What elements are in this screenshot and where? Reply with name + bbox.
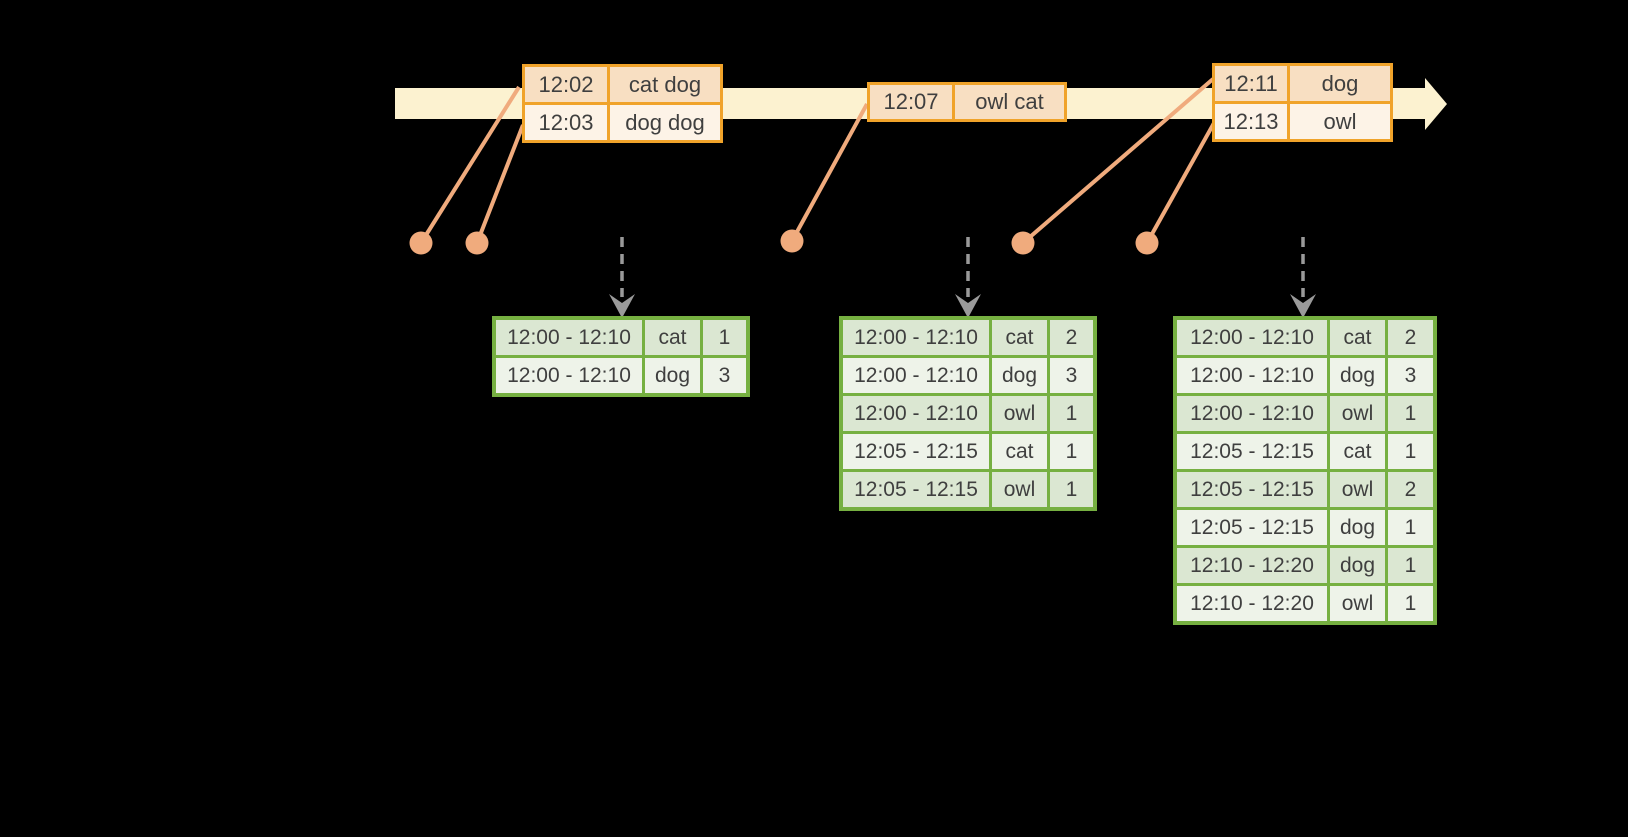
time-cell: 12:07 (870, 85, 952, 119)
count-cell: 2 (1385, 320, 1433, 355)
time-cell: 12:02 (525, 67, 607, 102)
words-cell: cat dog (607, 67, 720, 102)
count-cell: 1 (1385, 434, 1433, 469)
word-cell: dog (989, 358, 1047, 393)
word-cell: dog (1327, 548, 1385, 583)
event-connector-line (1021, 77, 1215, 245)
time-cell: 12:03 (525, 105, 607, 140)
word-cell: cat (642, 320, 700, 355)
event-dot (1011, 231, 1035, 255)
count-cell: 3 (1385, 358, 1433, 393)
window-cell: 12:10 - 12:20 (1177, 548, 1327, 583)
word-cell: cat (1327, 320, 1385, 355)
word-cell: dog (1327, 358, 1385, 393)
event-dot (465, 231, 489, 255)
word-cell: owl (989, 396, 1047, 431)
time-cell: 12:11 (1215, 66, 1287, 101)
count-cell: 1 (1047, 434, 1093, 469)
word-cell: owl (1327, 396, 1385, 431)
window-cell: 12:00 - 12:10 (843, 320, 989, 355)
count-cell: 3 (700, 358, 746, 393)
word-cell: dog (1327, 510, 1385, 545)
event-connector-line (790, 103, 869, 242)
event-dot (1135, 231, 1159, 255)
window-cell: 12:00 - 12:10 (843, 358, 989, 393)
trigger-arrow-icon (1290, 237, 1316, 318)
window-cell: 12:05 - 12:15 (1177, 434, 1327, 469)
event-connector-line (1145, 122, 1216, 244)
word-cell: cat (989, 320, 1047, 355)
window-cell: 12:05 - 12:15 (1177, 510, 1327, 545)
word-cell: owl (1327, 586, 1385, 621)
words-cell: dog dog (607, 105, 720, 140)
count-cell: 1 (700, 320, 746, 355)
event-dot (780, 229, 804, 253)
window-cell: 12:05 - 12:15 (843, 434, 989, 469)
count-cell: 1 (1047, 472, 1093, 507)
word-cell: cat (1327, 434, 1385, 469)
count-cell: 1 (1385, 548, 1433, 583)
words-cell: owl cat (952, 85, 1064, 119)
window-cell: 12:00 - 12:10 (1177, 396, 1327, 431)
word-cell: dog (642, 358, 700, 393)
event-dot (409, 231, 433, 255)
window-cell: 12:00 - 12:10 (843, 396, 989, 431)
timeline-arrowhead-icon (1425, 78, 1447, 130)
window-cell: 12:05 - 12:15 (843, 472, 989, 507)
words-cell: dog (1287, 66, 1390, 101)
trigger-arrow-icon (955, 237, 981, 318)
count-cell: 2 (1047, 320, 1093, 355)
count-cell: 3 (1047, 358, 1093, 393)
words-cell: owl (1287, 104, 1390, 139)
window-cell: 12:00 - 12:10 (496, 320, 642, 355)
word-cell: owl (1327, 472, 1385, 507)
count-cell: 1 (1385, 396, 1433, 431)
time-cell: 12:13 (1215, 104, 1287, 139)
window-cell: 12:10 - 12:20 (1177, 586, 1327, 621)
window-cell: 12:00 - 12:10 (496, 358, 642, 393)
event-connector-line (475, 124, 525, 244)
count-cell: 2 (1385, 472, 1433, 507)
event-connector-line (419, 85, 521, 245)
count-cell: 1 (1385, 510, 1433, 545)
word-cell: owl (989, 472, 1047, 507)
count-cell: 1 (1047, 396, 1093, 431)
word-cell: cat (989, 434, 1047, 469)
count-cell: 1 (1385, 586, 1433, 621)
window-cell: 12:05 - 12:15 (1177, 472, 1327, 507)
window-cell: 12:00 - 12:10 (1177, 320, 1327, 355)
trigger-arrow-icon (609, 237, 635, 318)
window-cell: 12:00 - 12:10 (1177, 358, 1327, 393)
